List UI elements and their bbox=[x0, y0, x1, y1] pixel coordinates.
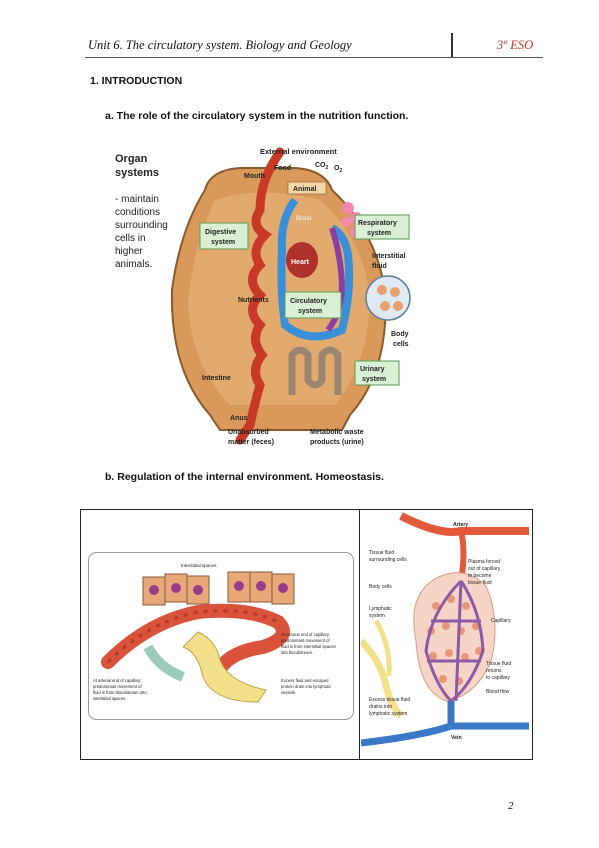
label-venous-1: At venous end of capillary: bbox=[281, 632, 330, 637]
label-o2: O2 bbox=[334, 165, 342, 174]
label-metabolic-1: Metabolic waste bbox=[310, 429, 364, 436]
digestive-system-box bbox=[199, 222, 249, 250]
label-heart: Heart bbox=[291, 259, 310, 266]
label-plasma-1: Plasma forced bbox=[468, 559, 500, 565]
label-nutrients: Nutrients bbox=[238, 297, 269, 304]
header-title: Unit 6. The circulatory system. Biology … bbox=[88, 38, 352, 52]
circulatory-system-box bbox=[284, 291, 342, 319]
figure-frame-divider bbox=[359, 509, 360, 759]
label-capillary: Capillary bbox=[491, 618, 511, 624]
label-plasma-4: tissue fluid bbox=[468, 580, 492, 586]
label-plasma-2: out of capillary bbox=[468, 566, 501, 572]
lymphatic-vessel bbox=[182, 631, 267, 703]
subsection-a-heading: a. The role of the circulatory system in… bbox=[105, 110, 409, 122]
label-circulatory-1: Circulatory bbox=[290, 298, 327, 305]
animal-box bbox=[287, 181, 327, 195]
lymphatic-vessel-right bbox=[361, 638, 404, 719]
label-body-2: cells bbox=[393, 341, 409, 348]
header-course: 3º ESO bbox=[497, 38, 534, 52]
label-unabsorbed-1: Unabsorbed bbox=[228, 429, 269, 436]
homeostasis-figure-frame bbox=[80, 509, 533, 760]
label-co2: CO2 bbox=[315, 162, 329, 171]
label-unabsorbed-2: matter (feces) bbox=[228, 439, 274, 446]
label-respiratory-1: Respiratory bbox=[358, 220, 397, 227]
label-body-cells: Body cells bbox=[369, 584, 392, 590]
organ-title-1: Organ bbox=[115, 153, 148, 165]
capillary-network bbox=[424, 579, 485, 703]
label-circulatory-2: system bbox=[298, 308, 322, 315]
label-mouth: Mouth bbox=[244, 173, 265, 180]
artery-vessel bbox=[399, 512, 529, 536]
label-returns-2: returns bbox=[486, 668, 502, 674]
label-excess-2: protein drain into lymphatic bbox=[281, 684, 331, 689]
label-excess-2: drains into bbox=[369, 704, 392, 710]
organ-desc-4: cells in bbox=[115, 233, 146, 244]
organ-desc-6: animals. bbox=[115, 259, 152, 270]
label-vein: Vein bbox=[451, 735, 462, 741]
heart-shape bbox=[286, 242, 318, 278]
section-heading: 1. INTRODUCTION bbox=[90, 75, 183, 87]
label-digestive-1: Digestive bbox=[205, 229, 236, 236]
label-digestive-2: system bbox=[211, 239, 235, 246]
capillary-bed-figure: Artery Tissue fluid surrounding cells Pl… bbox=[361, 512, 529, 747]
circulatory-loop-artery bbox=[325, 227, 346, 332]
label-returns-1: Tissue fluid bbox=[486, 661, 511, 667]
label-tissue-1: Tissue fluid bbox=[369, 550, 394, 556]
header-divider bbox=[451, 33, 453, 57]
label-tissue-2: surrounding cells bbox=[369, 557, 407, 563]
label-urinary-1: Urinary bbox=[360, 366, 385, 373]
label-intestine: Intestine bbox=[202, 375, 231, 382]
label-excess-3: lymphatic system bbox=[369, 711, 407, 717]
label-external-environment: External environment bbox=[260, 147, 337, 156]
label-venous-4: into bloodstream. bbox=[281, 650, 313, 655]
label-animal: Animal bbox=[293, 186, 316, 193]
label-arterial-1: At arterial end of capillary: bbox=[93, 678, 141, 683]
page-number: 2 bbox=[508, 800, 514, 812]
label-interstitial-1: Interstitial bbox=[372, 253, 406, 260]
urinary-system-box bbox=[354, 360, 400, 386]
organ-desc-5: higher bbox=[115, 246, 143, 257]
label-blood: Blood bbox=[296, 216, 311, 222]
organ-desc-2: conditions bbox=[115, 207, 160, 218]
vein-vessel bbox=[361, 701, 455, 747]
label-anus: Anus bbox=[230, 415, 248, 422]
label-interstitial-spaces: Interstitial spaces bbox=[181, 563, 217, 568]
label-plasma-3: to become bbox=[468, 573, 492, 579]
organ-desc-1: - maintain bbox=[115, 194, 159, 205]
label-returns-3: to capillary bbox=[486, 675, 510, 681]
capillary-exchange-figure: Interstitial spaces At venous end of cap… bbox=[88, 552, 354, 720]
label-venous-2: predominant movement of bbox=[281, 638, 330, 643]
label-urinary-2: system bbox=[362, 376, 386, 383]
label-artery: Artery bbox=[453, 522, 468, 528]
label-food: Food bbox=[274, 165, 291, 172]
organ-title-2: systems bbox=[115, 167, 159, 179]
label-arterial-3: fluid is from bloodstream into bbox=[93, 690, 147, 695]
label-body-1: Body bbox=[391, 331, 409, 338]
organ-systems-figure: Organ systems - maintain conditions surr… bbox=[115, 147, 411, 446]
respiratory-system-box bbox=[354, 214, 410, 240]
organ-desc-3: surrounding bbox=[115, 220, 168, 231]
label-arterial-2: predominant movement of bbox=[93, 684, 142, 689]
digestive-tract bbox=[235, 147, 285, 445]
label-arterial-4: interstitial spaces. bbox=[93, 696, 126, 701]
interstitial-fluid-inset bbox=[365, 275, 411, 321]
subsection-b-heading: b. Regulation of the internal environmen… bbox=[105, 471, 384, 483]
label-respiratory-2: system bbox=[367, 230, 391, 237]
label-metabolic-2: products (urine) bbox=[310, 439, 364, 446]
label-excess-3: vessels. bbox=[281, 690, 296, 695]
tissue-cells bbox=[142, 571, 295, 606]
label-lymphatic-1: Lymphatic bbox=[369, 606, 392, 612]
label-excess-1: Excess fluid and escaped bbox=[281, 678, 329, 683]
label-lymphatic-2: system bbox=[369, 613, 385, 619]
circulatory-loop-vein bbox=[277, 197, 354, 341]
header-rule bbox=[85, 57, 543, 58]
label-venous-3: fluid is from interstitial spaces bbox=[281, 644, 336, 649]
label-excess-1: Excess tissue fluid bbox=[369, 697, 410, 703]
urinary-tubes bbox=[288, 346, 342, 395]
label-interstitial-2: fluid bbox=[372, 263, 387, 270]
label-blood-flow: Blood flow bbox=[486, 689, 509, 695]
